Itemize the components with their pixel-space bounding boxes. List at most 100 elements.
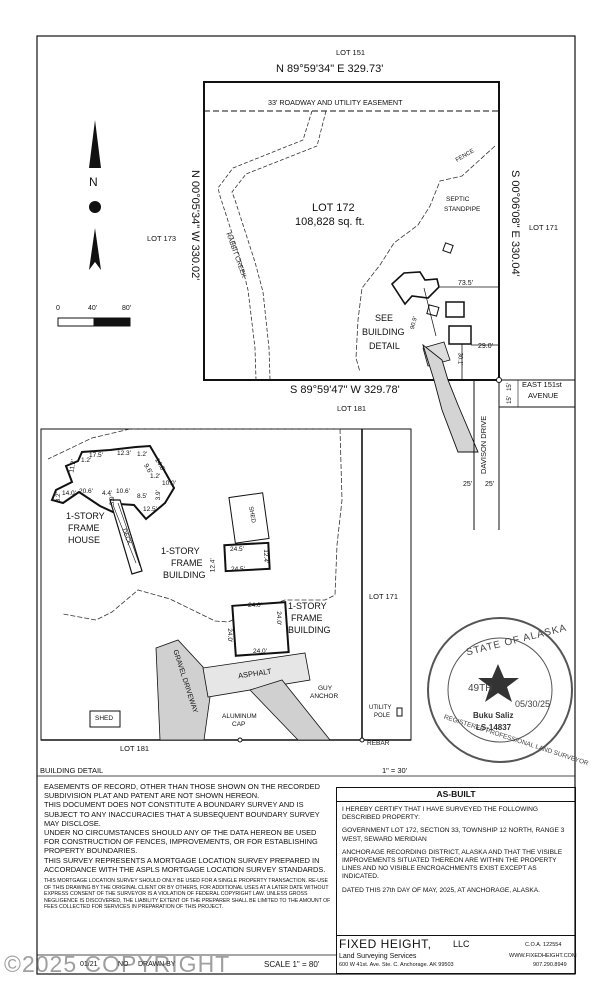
house-dim-9: 14.0' (62, 490, 76, 497)
detail-title: BUILDING DETAIL (40, 766, 104, 775)
building1-label-2: FRAME (171, 558, 203, 568)
lot-181-label: LOT 181 (337, 404, 367, 413)
lot-151-label: LOT 151 (336, 48, 366, 57)
house-dim-12: 8.5' (137, 493, 148, 500)
scale-bar-white (57, 317, 95, 327)
deck-hatch (112, 502, 141, 567)
dim-73: 73.5' (458, 280, 473, 287)
lot-172-area: 108,828 sq. ft. (295, 216, 365, 228)
detail-house (50, 444, 176, 521)
house-dim-4: 1.2' (137, 451, 148, 458)
firm-address: 600 W 41st. Ave. Ste. C. Anchorage. AK 9… (339, 962, 454, 968)
cert-para-2: GOVERNMENT LOT 172, SECTION 33, TOWNSHIP… (342, 827, 565, 843)
dim-line-90 (423, 287, 437, 337)
copyright-watermark: ©2025 COPYRIGHT (4, 951, 231, 977)
seal-signature-name: Buku Saliz (473, 711, 514, 720)
b1-dim-2: 12.4' (262, 549, 270, 564)
house-dim-18: 3.9' (108, 495, 116, 506)
scale-tick-0: 0 (56, 305, 60, 312)
utility-pole-1: UTILITY (369, 705, 392, 711)
lot-173-label: LOT 173 (147, 234, 177, 243)
house-dim-7: 10.0' (162, 480, 176, 487)
detail-building-1 (223, 541, 271, 573)
footer-mid-2: DRAWN BY (138, 961, 176, 968)
lot-boundary (203, 81, 500, 381)
detail-lot-181: LOT 181 (120, 744, 150, 753)
footer-left: 01/21 (80, 961, 98, 968)
house-footprint (390, 271, 440, 306)
house-label-2: FRAME (68, 523, 100, 533)
house-dim-2: 17.5' (89, 452, 103, 459)
lot-172-name: LOT 172 (312, 202, 355, 214)
b1-dim-1: 24.5' (230, 546, 244, 553)
b1-dim-4: 24.5' (231, 566, 245, 573)
creek-line-a (217, 110, 313, 381)
house-dim-8: 20.6' (79, 488, 93, 495)
utility-pole-2: POLE (374, 713, 391, 719)
house-dim-10: 4.4' (102, 490, 113, 497)
b2-dim-1: 24.0' (248, 602, 262, 609)
note-1: EASEMENTS OF RECORD, OTHER THAN THOSE SH… (44, 782, 320, 801)
north-arrow-top (89, 120, 101, 168)
b2-dim-2: 24.0' (275, 611, 283, 626)
driveway (422, 343, 479, 453)
fence-line (355, 145, 496, 373)
east-151st-2: AVENUE (528, 391, 559, 400)
firm-phone: 907.290.8949 (533, 962, 567, 968)
dim-15a: 15' (506, 383, 513, 391)
shed-small-2 (426, 304, 440, 317)
b1-dim-3: 12.4' (209, 558, 217, 573)
survey-notes: EASEMENTS OF RECORD, OTHER THAN THOSE SH… (44, 782, 332, 916)
footer-scale: SCALE 1" = 80' (264, 960, 320, 969)
firm-services: Land Surveying Services (339, 953, 417, 960)
building-small-2 (448, 325, 472, 345)
building1-label-1: 1-STORY (161, 546, 200, 556)
detail-fence-north (47, 428, 340, 460)
south-bearing: S 89°59'47" W 329.78' (290, 384, 400, 396)
house-label-3: HOUSE (68, 535, 101, 545)
footer-mid-1: NO (118, 961, 129, 968)
septic-line-2: STANDPIPE (444, 206, 481, 213)
corner-monument (496, 377, 502, 383)
seal-license: LS-14837 (476, 723, 512, 732)
cert-para-3: ANCHORAGE RECORDING DISTRICT, ALASKA AND… (342, 848, 563, 881)
aluminum-cap-marker (237, 737, 243, 743)
b2-dim-4: 24.0' (253, 648, 267, 655)
north-arrow-bottom (89, 228, 101, 270)
b2-dim-3: 24.0' (226, 628, 234, 643)
dim-15b: 15' (506, 396, 513, 404)
guy-anchor-2: ANCHOR (310, 693, 339, 700)
house-dim-16: 8.2' (54, 492, 62, 503)
seal-star (478, 664, 519, 702)
creek-line-b (231, 110, 327, 381)
aluminum-cap-2: CAP (232, 721, 246, 728)
note-3: UNDER NO CIRCUMSTANCES SHOULD ANY OF THE… (44, 828, 318, 856)
davison-drive: DAVISON DRIVE (479, 415, 488, 474)
firm-coa: C.O.A. 122554 (525, 942, 562, 948)
north-bearing: N 89°59'34" E 329.73' (276, 63, 384, 75)
septic-line-1: SEPTIC (446, 196, 470, 203)
north-label: N (89, 175, 98, 189)
firm-name: FIXED HEIGHT, (339, 937, 432, 951)
house-dim-11: 10.6' (116, 488, 130, 495)
cert-header: AS-BUILT (337, 788, 575, 802)
sheet-border (36, 35, 576, 975)
aluminum-cap-1: ALUMINUM (222, 713, 257, 720)
scale-tick-80: 80' (122, 305, 132, 312)
easement-label: 33' ROADWAY AND UTILITY EASEMENT (268, 98, 403, 107)
asphalt-area (202, 652, 311, 698)
east-bearing: S 00°06'08" E 330.04' (509, 170, 521, 277)
rebar-label: REBAR (367, 740, 390, 747)
detail-shed-top (228, 492, 270, 544)
seal-date: 05/30/25 (515, 699, 551, 709)
north-arrow-circle (89, 201, 101, 213)
east-151st-1: EAST 151st (522, 380, 562, 389)
dim-25a: 25' (463, 481, 473, 488)
note-2: THIS DOCUMENT DOES NOT CONSTITUTE A BOUN… (44, 800, 320, 828)
cert-para-1: I HEREBY CERTIFY THAT I HAVE SURVEYED TH… (342, 806, 539, 822)
shed-small-1 (442, 242, 454, 254)
seal-number: 49TH (468, 683, 493, 694)
detail-lot-171: LOT 171 (369, 592, 399, 601)
